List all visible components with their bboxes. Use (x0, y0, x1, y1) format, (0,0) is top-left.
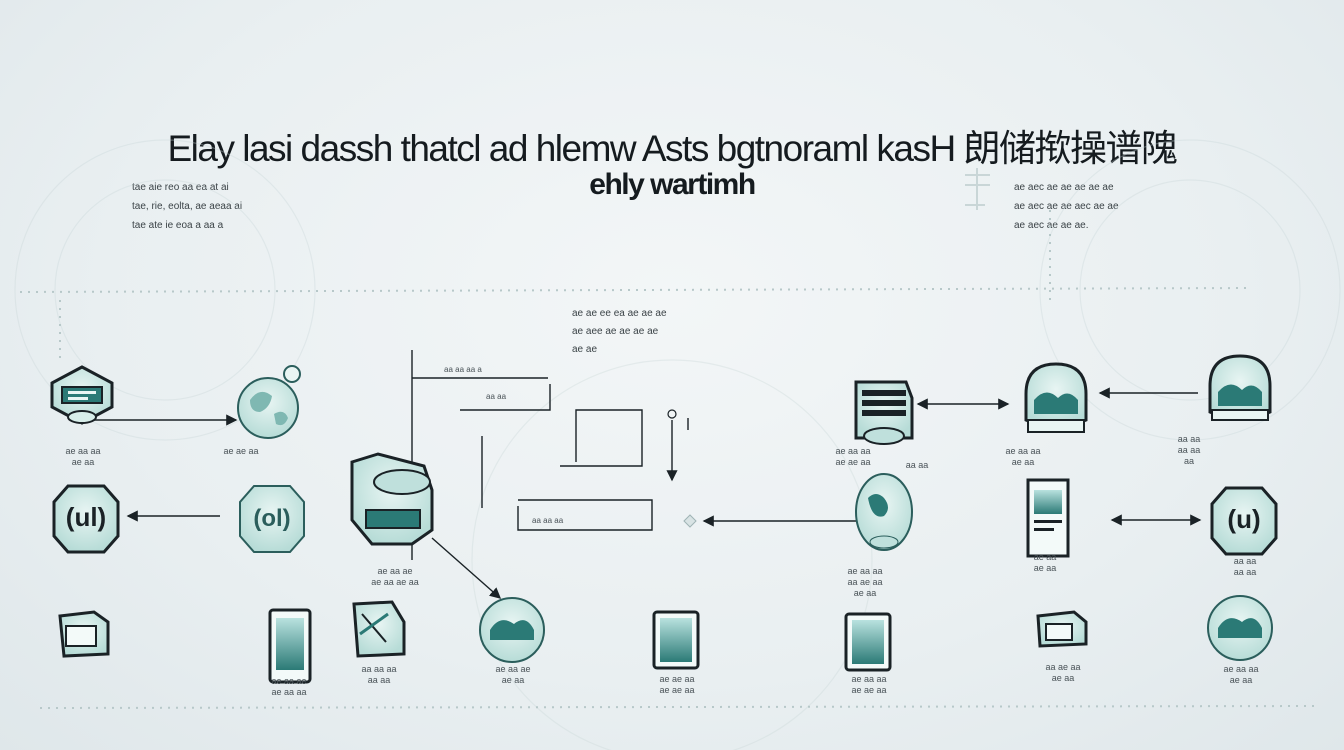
caption-line: ae aa aa (271, 687, 307, 697)
caption-line: ae aa ae aa (371, 577, 419, 587)
caption-line: aa ae aa (1045, 662, 1081, 672)
map-globe-icon (855, 473, 913, 551)
node-caption: ae aa aa ae ae aa (824, 674, 914, 696)
background-rings (14, 139, 1341, 750)
caption-line: aa aa (1177, 434, 1201, 444)
node-caption: ae aa aa ae aa (1196, 664, 1286, 686)
tablet-icon (652, 610, 700, 670)
caption-line: ae ae aa (659, 674, 695, 684)
caption-line: aa aa (367, 675, 391, 685)
cloud-node-icon (1208, 354, 1272, 421)
node-caption: ae aa aa ae ae aa (808, 446, 898, 468)
caption-line: ae aa aa (851, 674, 887, 684)
caption-line: ae aa (501, 675, 525, 685)
data-badge-icon: (ol) (239, 485, 305, 553)
text-line: tae, rie, eolta, ae aeaa ai (132, 201, 243, 212)
node-caption: ae aa aa ae aa (978, 446, 1068, 468)
diagram-title: Elay lasi dassh thatcl ad hlemw Asts bgt… (167, 128, 1179, 169)
diagram-subtitle: ehly wartimh (589, 168, 756, 201)
caption-line: ae ae aa (223, 446, 259, 456)
caption-line: ae aa aa (835, 446, 871, 456)
node-caption: ae aa ae aa (1000, 552, 1090, 574)
caption-line: ae ae aa (659, 685, 695, 695)
node-caption: ae aa aa aa ae aa ae aa (820, 566, 910, 599)
text-line: ae aec ae ae ae ae ae (1014, 182, 1114, 193)
crosshair-marks (965, 168, 990, 210)
arrow-label: aa aa (486, 392, 507, 401)
caption-line: ae aa aa (847, 566, 883, 576)
server-shield-icon (50, 365, 114, 425)
globe-icon (237, 365, 301, 439)
caption-line: aa aa aa (361, 664, 397, 674)
caption-line: ae ae aa (851, 685, 887, 695)
caption-line: aa aa (1177, 445, 1201, 455)
folder-icon (1036, 610, 1088, 648)
node-caption: ae aa aa ae aa (38, 446, 128, 468)
node-caption: ae aa ae ae aa aa (244, 676, 334, 698)
map-globe-icon (1207, 595, 1273, 661)
map-globe-icon (479, 597, 545, 663)
caption-line: ae aa aa (1005, 446, 1041, 456)
caption-line: ae aa (71, 457, 95, 467)
tablet-icon (268, 608, 312, 684)
data-badge-icon: (ul) (52, 484, 120, 554)
text-line: ae ae ee ea ae ae ae (572, 308, 667, 319)
node-caption: aa aa (872, 460, 962, 471)
data-badge-icon: (u) (1210, 486, 1278, 556)
node-caption: aa aa aa aa (1200, 556, 1290, 578)
svg-text:(ul): (ul) (66, 502, 106, 532)
text-block-left: tae aie reo aa ea at ai tae, rie, eolta,… (132, 178, 242, 235)
arrow-label: aa aa aa (532, 516, 564, 525)
text-block-right: ae aec ae ae ae ae ae ae aec ae ae aec a… (1014, 178, 1119, 235)
text-line: ae aec ae ae ae. (1014, 220, 1089, 231)
text-line: ae aee ae ae ae ae (572, 326, 659, 337)
caption-line: aa ae aa (847, 577, 883, 587)
cloud-drive-icon (350, 452, 434, 546)
text-line: tae ate ie eoa a aa a (132, 220, 224, 231)
caption-line: ae aa ae (377, 566, 413, 576)
caption-line: ae aa (853, 588, 877, 598)
caption-line: ae aa (1011, 457, 1035, 467)
caption-line: ae aa ae (271, 676, 307, 686)
svg-text:(u): (u) (1227, 504, 1260, 534)
caption-line: ae aa (1033, 563, 1057, 573)
text-line: ae ae (572, 344, 598, 355)
caption-line: ae aa aa (1223, 664, 1259, 674)
document-panel-icon (1026, 478, 1070, 558)
tablet-icon (844, 612, 892, 672)
text-block-center: ae ae ee ea ae ae ae ae aee ae ae ae ae … (572, 304, 667, 358)
caption-line: aa aa (1233, 556, 1257, 566)
node-caption: ae aa ae ae aa ae aa (350, 566, 440, 588)
caption-line: aa aa (1233, 567, 1257, 577)
caption-line: ae ae aa (835, 457, 871, 467)
node-caption: ae aa ae ae aa (468, 664, 558, 686)
caption-line: ae aa (1229, 675, 1253, 685)
dotted-guides (19, 210, 1321, 709)
node-caption: ae ae aa ae ae aa (632, 674, 722, 696)
cloud-node-icon (1024, 362, 1088, 433)
node-caption: ae ae aa (196, 446, 286, 457)
text-line: ae aec ae ae aec ae ae (1014, 201, 1119, 212)
caption-line: ae aa (1033, 552, 1057, 562)
text-line: tae aie reo aa ea at ai (132, 182, 229, 193)
folder-icon (58, 610, 110, 658)
caption-line: aa (1183, 456, 1194, 466)
svg-text:(ol): (ol) (253, 505, 290, 532)
node-caption: aa ae aa ae aa (1018, 662, 1108, 684)
caption-line: ae aa ae (495, 664, 531, 674)
caption-line: aa aa (905, 460, 929, 470)
arrow-label: aa aa aa a (444, 365, 482, 374)
node-caption: aa aa aa aa aa (1144, 434, 1234, 467)
caption-line: ae aa aa (65, 446, 101, 456)
node-caption: aa aa aa aa aa (334, 664, 424, 686)
cloud-drive-icon (352, 600, 406, 658)
router-stack-icon (854, 380, 914, 445)
caption-line: ae aa (1051, 673, 1075, 683)
